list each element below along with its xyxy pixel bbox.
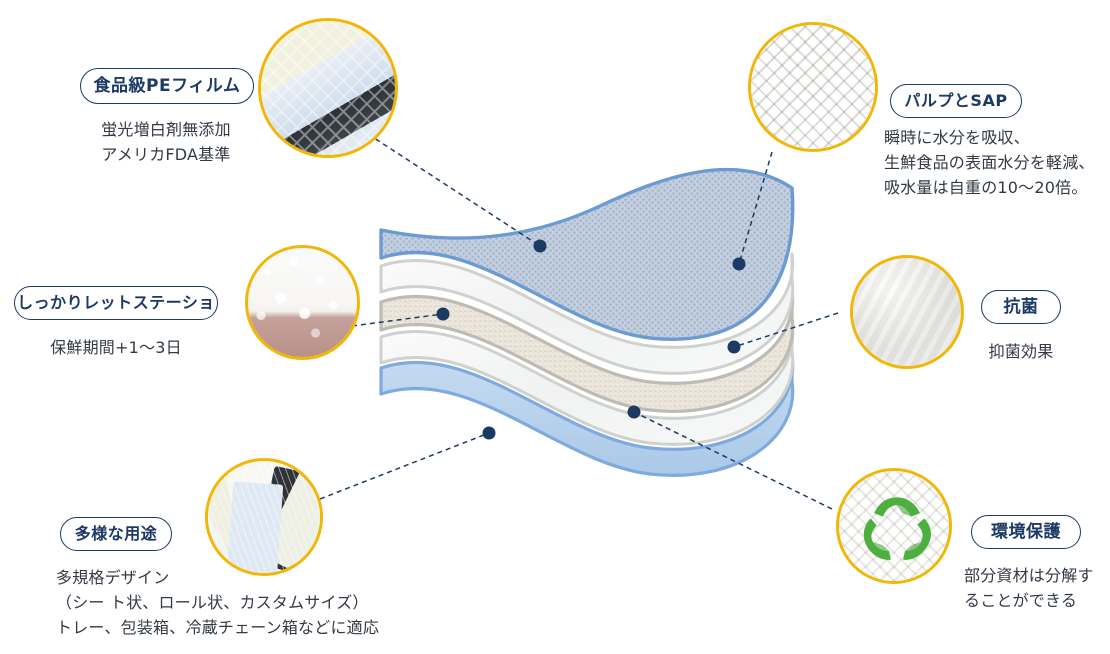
pill-versatile-uses[interactable]: 多様な用途: [60, 517, 172, 551]
connector-antibacterial: [733, 312, 839, 348]
pill-pulp-and-sap[interactable]: パルプとSAP: [890, 84, 1022, 118]
connector-pulp-and-sap: [738, 151, 773, 265]
layer-perforated-film-top: [379, 167, 795, 341]
sap-crystal-photo: [245, 245, 360, 360]
connector-freshness-retention: [351, 313, 444, 327]
marker-dot-bottom-right: [727, 340, 741, 354]
pill-freshness-retention[interactable]: しっかりレットステーショ: [14, 286, 218, 320]
pads-stack-photo: [205, 458, 323, 576]
connector-dots: [436, 239, 746, 440]
layer-nonwoven-lower: [379, 323, 795, 446]
pulp-sap-photo: [748, 22, 878, 152]
desc-freshness-retention: 保鮮期間+1〜3日: [50, 338, 182, 357]
recycle-photo: [836, 468, 952, 584]
marker-dot-bottom-center: [627, 405, 641, 419]
marker-dot-bottom-left: [482, 426, 496, 440]
desc-versatile-uses: 多規格デザイン （シー ト状、ロール状、カスタムサイズ） トレー、包装箱、冷蔵チ…: [56, 568, 380, 637]
layer-nonwoven-upper: [379, 252, 795, 375]
pe-film-photo: [258, 18, 398, 158]
layer-pulp-sap-core: [379, 288, 795, 413]
connector-environmental-protection: [633, 411, 833, 510]
desc-food-grade-pe-film: 蛍光増白剤無添加 アメリカFDA基準: [101, 120, 231, 164]
antibacterial-photo: [850, 255, 964, 369]
pill-environmental-protection[interactable]: 環境保護: [971, 515, 1081, 549]
recycle-leaf-icon: [863, 497, 931, 560]
pill-antibacterial[interactable]: 抗菌: [981, 290, 1061, 324]
marker-dot-core-right: [732, 257, 746, 271]
desc-antibacterial: 抑菌効果: [988, 342, 1054, 361]
connector-versatile-uses: [319, 432, 490, 500]
layer-pe-film-bottom: [379, 354, 795, 477]
desc-environmental-protection: 部分資材は分解す ることができる: [964, 566, 1094, 610]
pill-food-grade-pe-film[interactable]: 食品級PEフィルム: [80, 68, 254, 104]
desc-pulp-and-sap: 瞬時に水分を吸収、 生鮮食品の表面水分を軽減、 吸水量は自重の10〜20倍。: [884, 128, 1095, 197]
marker-dot-core-left: [436, 307, 450, 321]
marker-dot-top-film: [533, 239, 547, 253]
